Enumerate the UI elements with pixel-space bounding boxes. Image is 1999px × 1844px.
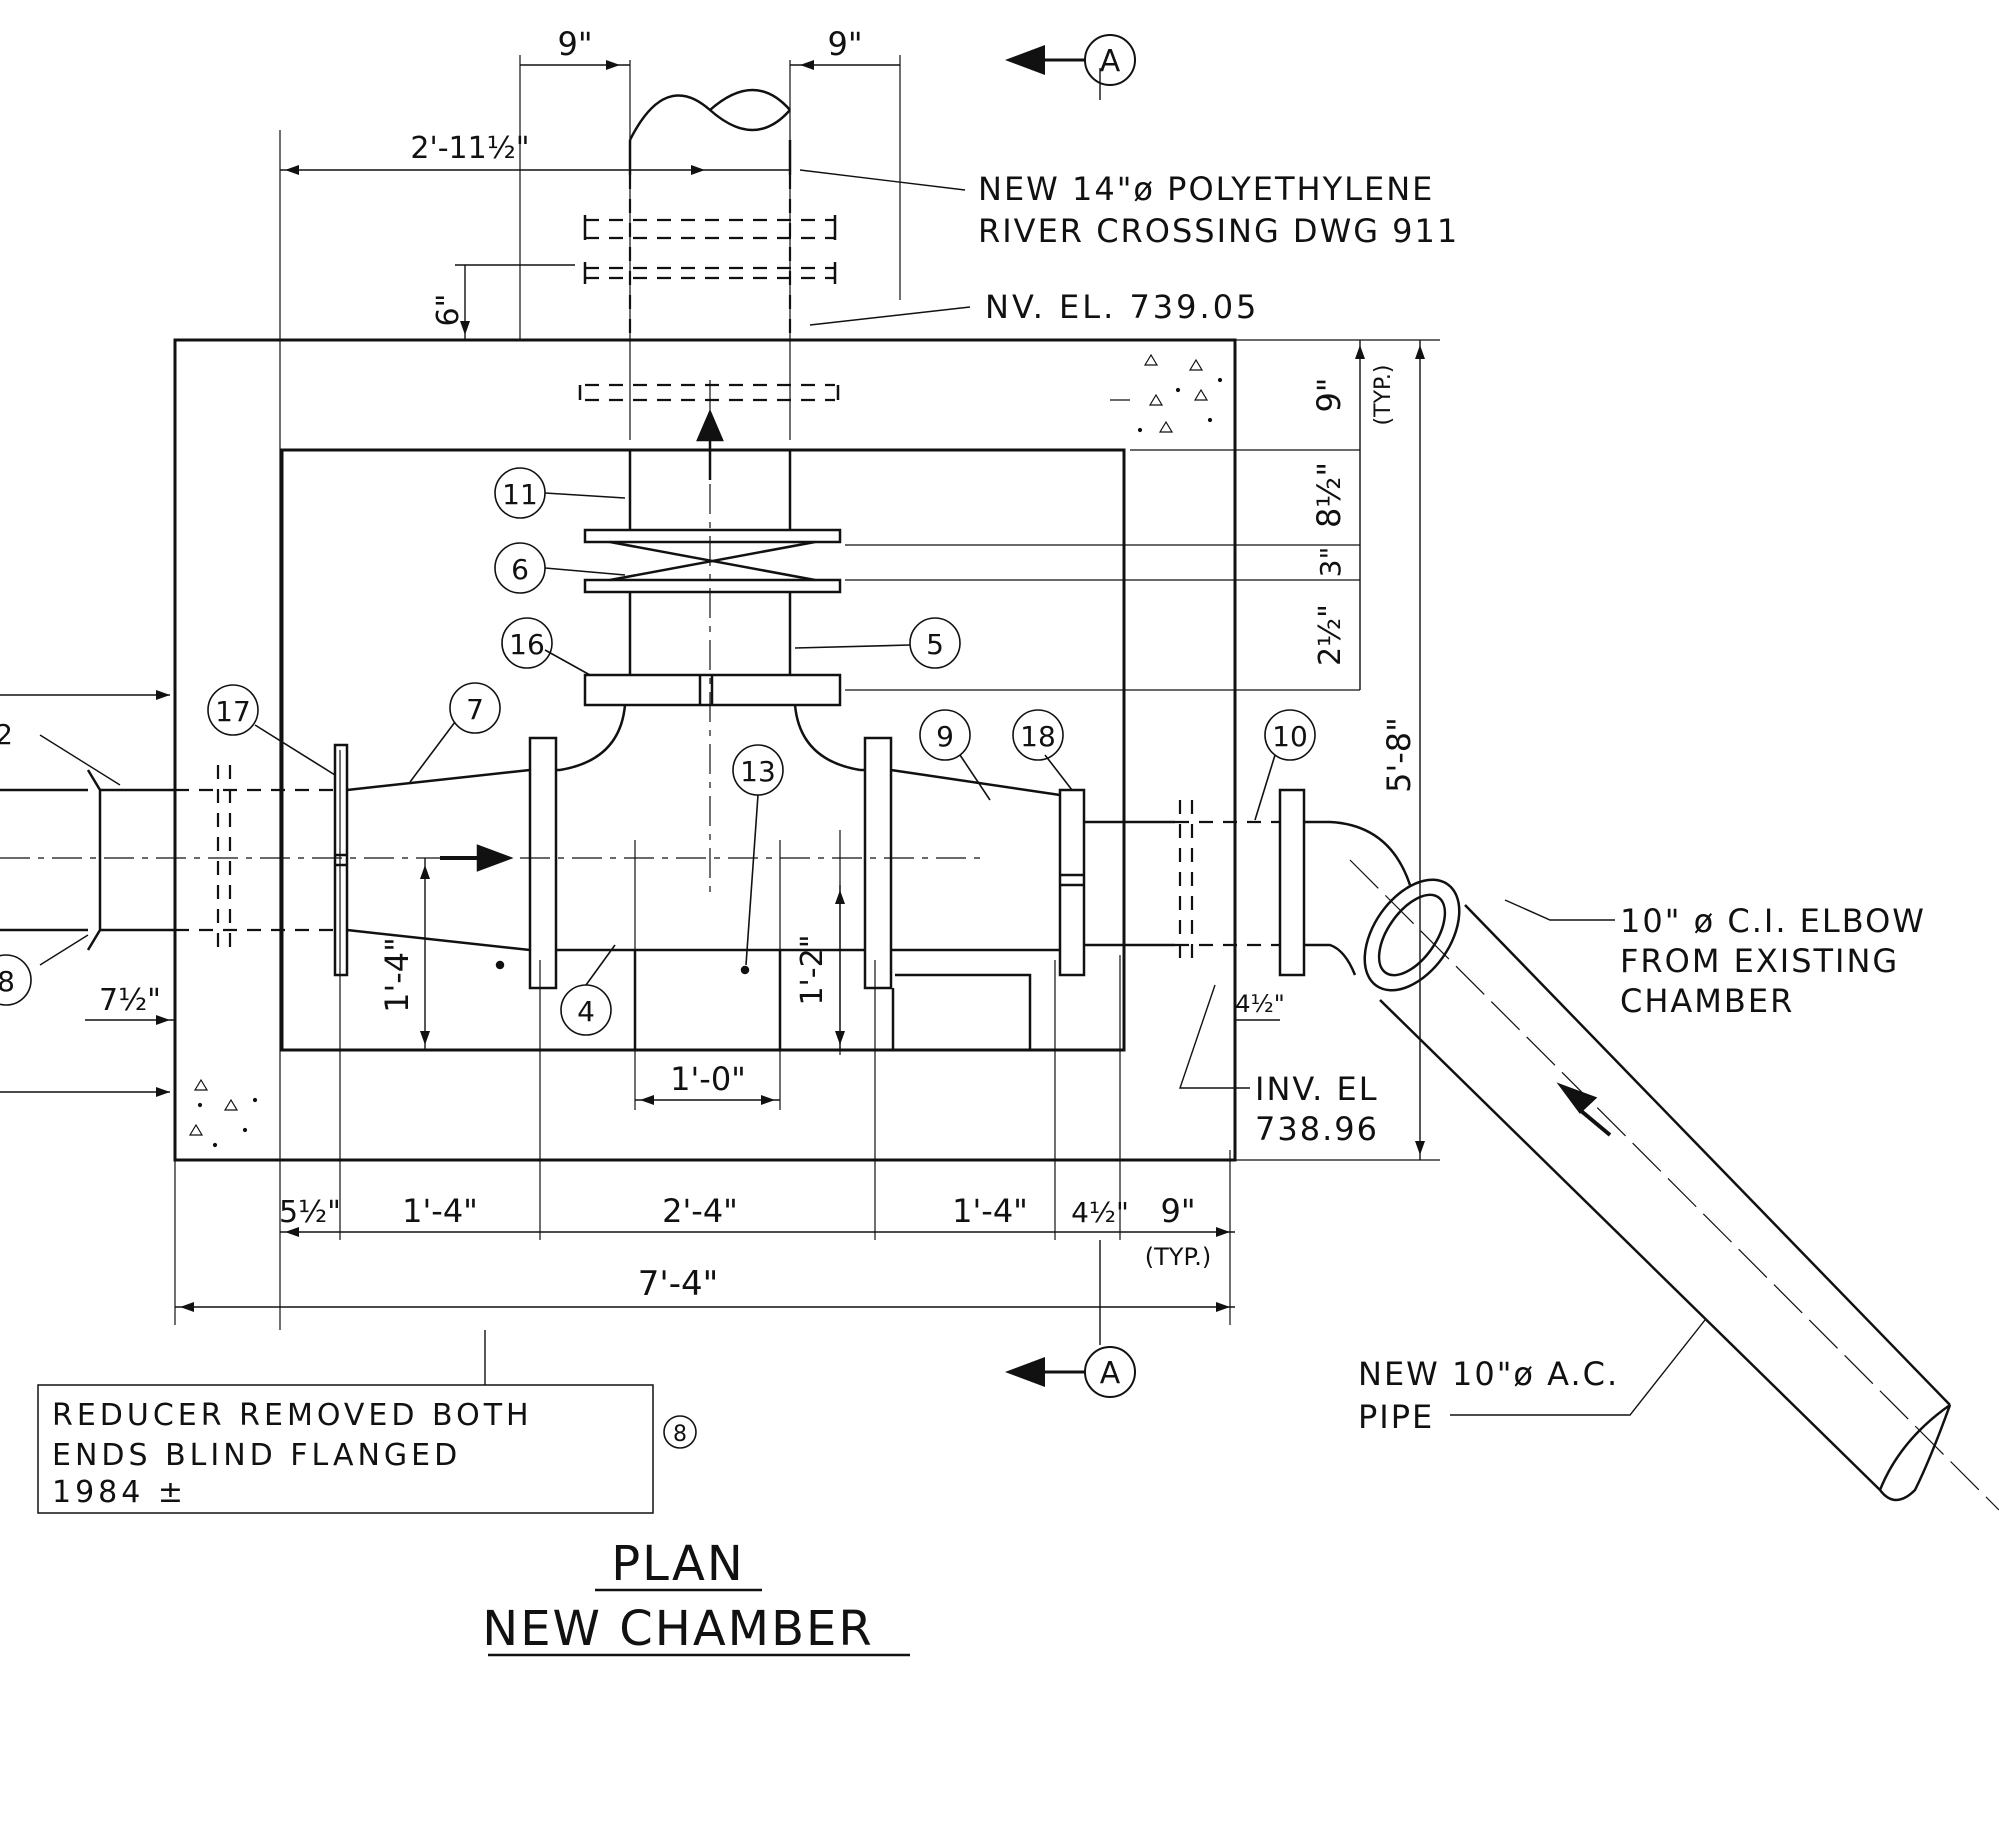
elbow-and-new-pipe [1304,820,1952,1502]
dim-1-0: 1'-0" [670,1060,746,1098]
item-2: 2 [0,718,13,751]
leader-lines [0,169,1706,1416]
flange-17 [333,743,349,977]
dim-7-4: 7'-4" [638,1264,719,1304]
dim-bottom-5-5: 5½" [279,1195,341,1230]
callout-labels: NEW 14"ø POLYETHYLENE RIVER CROSSING DWG… [978,170,1926,1436]
dim-5-8: 5'-8" [1380,717,1418,793]
callout-new-pipe-line1: NEW 10"ø A.C. [1358,1355,1619,1393]
flow-arrow-right [476,844,514,872]
dim-bottom-typ: (TYP.) [1145,1243,1211,1271]
dim-1-4-vertical: 1'-4" [378,937,416,1013]
callout-elbow-line1: 10" ø C.I. ELBOW [1620,902,1926,940]
item-16: 16 [509,628,545,661]
riser-assembly [559,408,861,772]
chamber-walls [173,338,1237,1162]
note-line1: REDUCER REMOVED BOTH [52,1398,533,1433]
callout-elbow-line2: FROM EXISTING [1620,942,1899,980]
dim-right-typ: (TYP.) [1371,365,1396,426]
item-numbers: 11 6 16 5 17 7 13 9 18 10 4 8 2 8 [0,478,1308,1447]
dimension-texts: 9" 9" 2'-11½" 6" 9" (TYP.) 8½" 3" 2½" 5'… [99,25,1418,1304]
river-crossing-pipe [578,88,840,402]
title-line2: NEW CHAMBER [482,1601,873,1657]
callout-elbow-line3: CHAMBER [1620,982,1794,1020]
valve-flange-bottom [583,578,842,594]
callout-new-pipe-line2: PIPE [1358,1398,1434,1436]
section-marker-bottom: A [1005,1346,1136,1398]
extension-lines [0,55,1999,1511]
dim-6: 6" [431,294,466,327]
item-6: 6 [511,553,529,586]
note-box: REDUCER REMOVED BOTH ENDS BLIND FLANGED … [37,1384,654,1514]
dim-1-2-vertical: 1'-2" [795,934,830,1005]
callout-inv-top: NV. EL. 739.05 [985,288,1259,326]
item-7: 7 [466,693,484,726]
valve-flange-top [583,528,842,544]
section-letter-top: A [1100,44,1121,79]
item-18: 18 [1020,720,1056,753]
dim-2-11-5: 2'-11½" [410,131,529,166]
section-marker-top: A [1005,34,1136,86]
section-letter-bottom: A [1100,1356,1121,1391]
item-11: 11 [502,478,538,511]
flange-7-end [528,736,558,990]
callout-river-line2: RIVER CROSSING DWG 911 [978,212,1459,250]
dim-bottom-1-4-a: 1'-4" [402,1192,478,1230]
dim-top-right-9: 9" [827,25,862,63]
item-17: 17 [215,695,251,728]
concrete-hatch-bottom-left [188,1078,258,1148]
chamber-inner-wall [280,448,1126,1052]
dim-bottom-4-5: 4½" [1071,1196,1129,1229]
item-4: 4 [577,995,595,1028]
chamber-outer-wall [173,338,1237,1162]
callout-inv-bottom-line1: INV. EL [1255,1070,1379,1108]
dim-bottom-2-4: 2'-4" [662,1192,738,1230]
note-ref-8: 8 [673,1422,687,1447]
dim-left-7-5: 7½" [99,983,161,1018]
main-pipe [0,736,1306,1050]
item-13: 13 [740,755,776,788]
note-line3: 1984 ± [52,1475,187,1510]
dim-right-3: 3" [1314,547,1347,578]
drawing-title: PLAN NEW CHAMBER [482,1536,910,1657]
callout-inv-bottom-line2: 738.96 [1255,1110,1379,1148]
flange-10 [1278,788,1306,977]
dimension-arrows [156,60,1425,1312]
dim-bottom-9: 9" [1160,1192,1195,1230]
item-balloons [0,467,1316,1449]
dim-bottom-1-4-b: 1'-4" [952,1192,1028,1230]
callout-river-line1: NEW 14"ø POLYETHYLENE [978,170,1434,208]
flange-tee-right [863,736,893,990]
item-9: 9 [936,720,954,753]
item-10: 10 [1272,720,1308,753]
flow-arrow-up [696,408,724,442]
note-line2: ENDS BLIND FLANGED [52,1438,461,1473]
item-5: 5 [926,628,944,661]
dim-4-5-side: 4½" [1235,990,1285,1018]
dim-top-left-9: 9" [557,25,592,63]
dim-right-9: 9" [1310,377,1348,412]
flow-arrow-in [1556,1082,1598,1114]
item-8: 8 [0,965,15,998]
dim-right-2-5: 2½" [1313,604,1348,666]
title-line1: PLAN [611,1536,745,1592]
concrete-hatch-top-right [1137,353,1223,433]
dim-right-8-5: 8½" [1310,462,1348,528]
